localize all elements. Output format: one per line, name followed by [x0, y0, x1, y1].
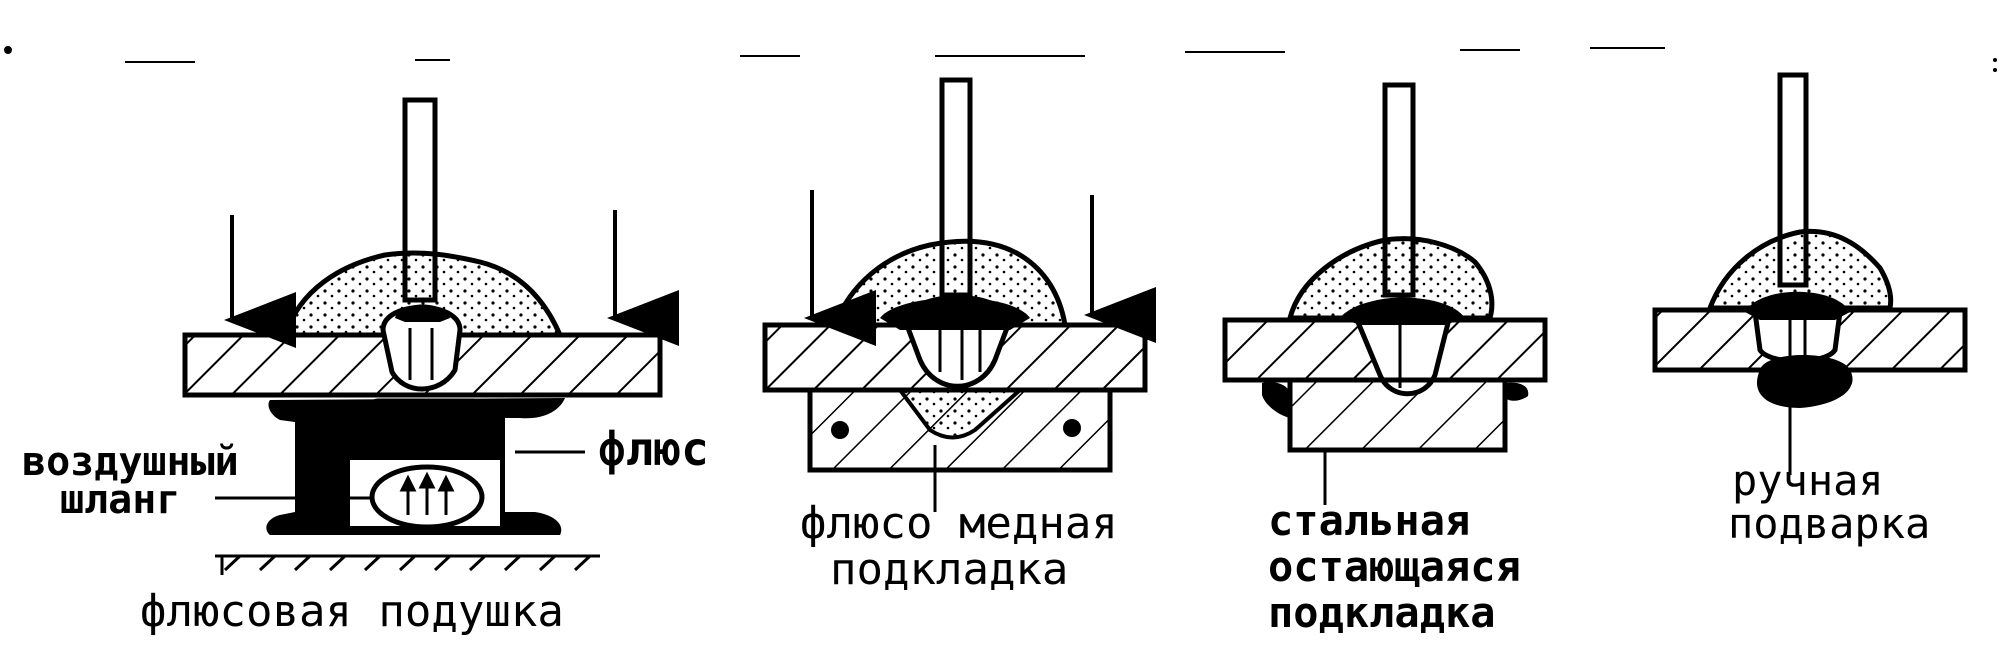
flux-heap-2	[831, 238, 1068, 328]
steel-backing-strip	[1287, 377, 1508, 453]
manual-back-weld-bead	[1756, 355, 1853, 408]
label-flux: флюс	[598, 422, 709, 476]
label-steel-3: подкладка	[1268, 588, 1496, 637]
cooling-channel-left	[831, 421, 849, 439]
flux-heap-3	[1286, 236, 1495, 321]
label-air-hose-2: шланг	[60, 477, 181, 523]
cooling-channel-right	[1063, 419, 1081, 437]
label-steel-2: остающаяся	[1268, 542, 1521, 591]
label-flux-cushion: флюсовая подушка	[140, 586, 564, 637]
label-flux-copper-1: флюсо медная	[800, 498, 1118, 549]
label-air-hose-1: воздушный	[22, 439, 239, 485]
label-manual-1: ручная	[1732, 456, 1884, 505]
figure-steel-backing	[1222, 82, 1548, 505]
flux-heap	[281, 250, 564, 338]
label-manual-2: подварка	[1728, 499, 1931, 548]
figure-flux-copper-backing	[762, 77, 1156, 512]
figure-flux-cushion	[182, 97, 679, 575]
flux-heap-4	[1706, 228, 1894, 311]
flux-groove	[896, 388, 1026, 440]
figure-manual-back-weld	[1652, 58, 1997, 475]
label-flux-copper-2: подкладка	[830, 544, 1069, 595]
scan-dashes	[4, 46, 1665, 63]
label-steel-1: стальная	[1268, 496, 1471, 545]
cushion-flux-well	[366, 398, 485, 462]
